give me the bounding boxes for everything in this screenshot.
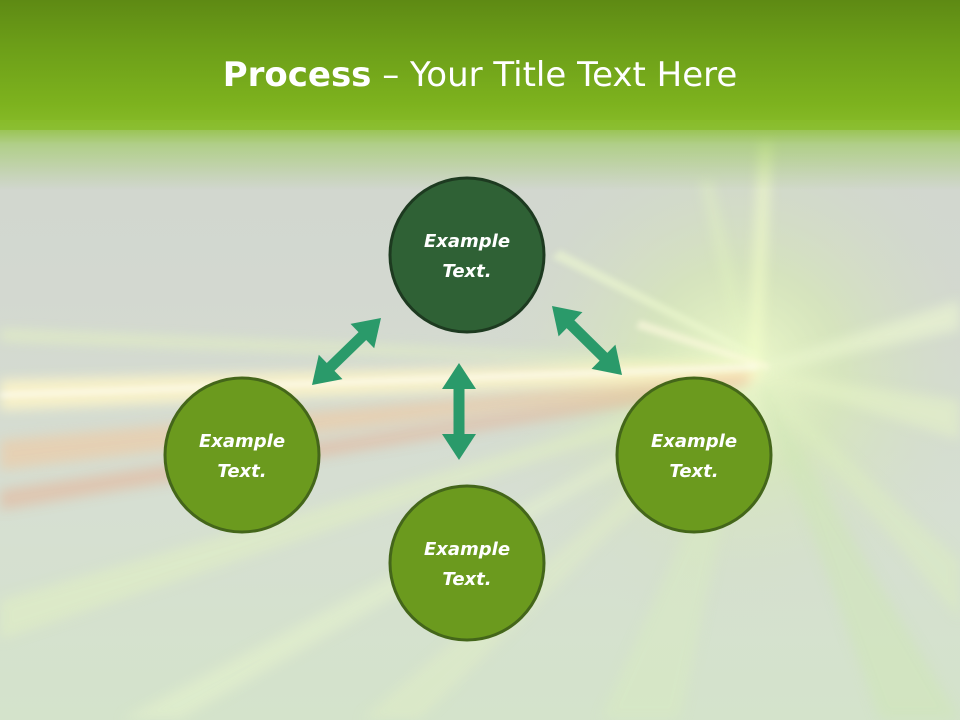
slide-title-strong: Process xyxy=(222,55,372,95)
double-arrow-top-bottom xyxy=(442,363,476,460)
connector-layer xyxy=(312,306,622,460)
slide-title: Process – Your Title Text Here xyxy=(0,50,960,100)
node-circle-top xyxy=(388,176,546,334)
slide-title-rest: – Your Title Text Here xyxy=(371,55,738,95)
node-label-line2-top: Text. xyxy=(442,261,491,282)
node-circle-right xyxy=(615,376,773,534)
node-label-line1-bottom: Example xyxy=(424,539,510,560)
node-label-line1-left: Example xyxy=(199,431,285,452)
node-layer: ExampleText.ExampleText.ExampleText.Exam… xyxy=(163,176,773,642)
node-label-line2-left: Text. xyxy=(217,461,266,482)
node-circle-bottom xyxy=(388,484,546,642)
node-label-line1-right: Example xyxy=(651,431,737,452)
node-label-line1-top: Example xyxy=(424,231,510,252)
node-label-line2-right: Text. xyxy=(669,461,718,482)
node-circle-left xyxy=(163,376,321,534)
double-arrow-top-left xyxy=(312,318,381,385)
double-arrow-top-right xyxy=(552,306,622,375)
title-banner xyxy=(0,0,960,130)
node-label-line2-bottom: Text. xyxy=(442,569,491,590)
